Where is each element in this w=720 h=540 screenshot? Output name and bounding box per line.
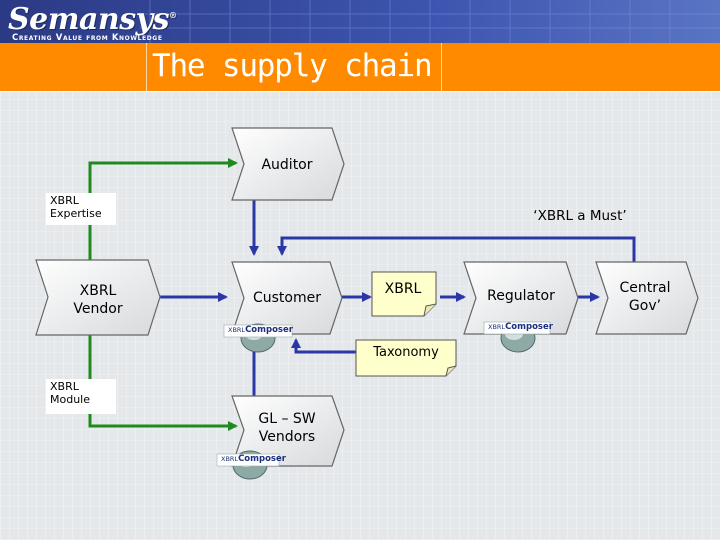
header-banner xyxy=(0,0,720,44)
regulator-shape xyxy=(463,261,579,335)
customer-label: Customer xyxy=(252,290,321,306)
composer-badges xyxy=(216,321,551,480)
auditor-shape xyxy=(231,127,345,201)
central-gov-shape xyxy=(595,261,699,335)
document-shapes xyxy=(355,271,457,377)
xbrl-document-label: XBRL xyxy=(384,281,422,297)
regulator-label: Regulator xyxy=(487,288,555,304)
xbrl-vendor-shape xyxy=(35,259,161,336)
brand-tagline: Creating Value from Knowledge xyxy=(12,33,163,43)
process-shapes xyxy=(35,127,699,467)
blue-connectors xyxy=(160,200,636,396)
xbrl-must-label: ‘XBRL a Must’ xyxy=(533,208,627,224)
green-connectors xyxy=(88,158,238,431)
page-title: The supply chain xyxy=(152,48,433,84)
auditor-label: Auditor xyxy=(261,157,313,173)
taxonomy-label: Taxonomy xyxy=(373,345,439,360)
title-box xyxy=(146,43,442,91)
gl-sw-vendors-shape xyxy=(231,395,345,467)
divider xyxy=(0,91,720,92)
brand-logo: Semansys® xyxy=(8,2,177,37)
header: Semansys® Creating Value from Knowledge … xyxy=(0,0,720,92)
customer-shape xyxy=(231,261,343,335)
